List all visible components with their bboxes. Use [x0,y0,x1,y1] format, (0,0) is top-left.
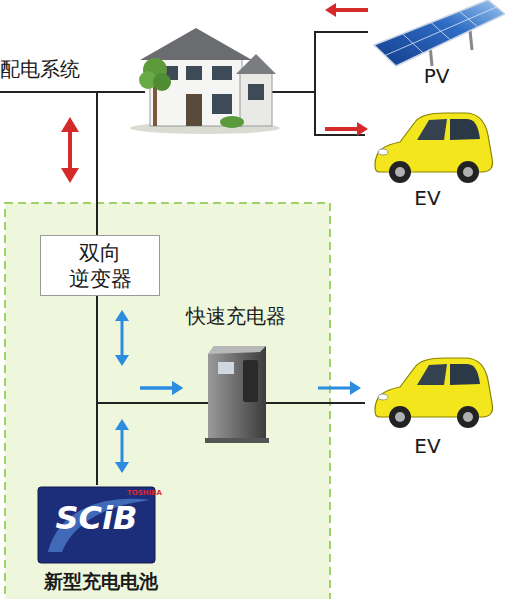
car-illustration [457,406,479,428]
arrow-head [325,3,336,17]
power-connector [97,296,183,403]
car-illustration [389,406,411,428]
power-connector [97,296,129,485]
charger-illustration [218,362,234,374]
house-illustration [153,73,171,91]
house-illustration [140,28,252,60]
wire [97,403,180,485]
system-label: 配电系统 [0,56,80,83]
flow-arrow [334,8,368,12]
grid-flow-arrow [61,117,79,132]
arrow-head [115,419,129,430]
grid-flow-arrow [61,168,79,183]
battery-illustration [38,487,155,563]
power-connector [315,3,368,136]
grid-wire [96,92,98,236]
arrow-head [172,381,183,395]
charger-illustration [180,346,291,443]
inverter-box: 双向 逆变器 [40,235,160,296]
grid-wire [268,91,315,93]
green-region [5,203,330,599]
charger-illustration [208,346,266,354]
pv-node: PV [368,0,505,95]
node-text: 新型充电电池 [35,569,167,595]
solar-panel [470,30,472,50]
ev-node: EV [365,350,500,462]
arrow-head [115,355,129,366]
arrow-head [357,122,368,136]
node-text: EV [365,186,490,210]
solar-panel [374,0,505,66]
car-illustration [378,149,388,155]
house-illustration [130,28,280,134]
power-connector [291,381,365,403]
house-illustration [240,72,272,126]
house-illustration [212,94,232,114]
ev-node: EV [365,105,500,215]
node-text: PV [368,64,505,88]
house-illustration [186,66,202,80]
house-illustration [236,54,276,74]
solar-panel [374,0,505,66]
grid-wire [0,91,145,93]
solar-panel [385,7,497,56]
arrow-head [115,462,129,473]
car-illustration [395,167,405,177]
house-illustration [212,66,232,80]
flow-arrow [121,319,124,357]
battery-illustration [38,487,155,563]
wire [97,296,180,403]
power-connector [97,381,183,485]
charger-illustration [208,346,266,440]
flow-arrow [318,387,352,390]
car-illustration [463,167,473,177]
car-illustration [378,394,388,400]
flow-arrow [140,387,174,390]
grid-flow-arrow [61,117,79,183]
charger-illustration [180,402,208,404]
house-illustration [248,84,264,100]
arrow-head [350,381,361,395]
node-text: SCiB [38,499,155,537]
charger-illustration [205,438,269,443]
flow-arrow [121,428,124,464]
car-illustration [395,412,405,422]
house-illustration [186,94,202,126]
charger-node: 快速充电器 [180,303,291,443]
grid-flow-arrow [68,128,72,172]
flow-arrow [140,387,174,390]
car-illustration [463,412,473,422]
node-text: TOSHIBA [127,489,162,497]
car-illustration [389,161,411,183]
charger-illustration [243,360,258,402]
wire [315,32,368,135]
car-illustration [375,113,493,183]
car-illustration [375,358,493,428]
house-illustration [220,116,244,128]
car-illustration [417,364,447,385]
car-illustration [450,119,480,140]
car-illustration [450,364,480,385]
node-text: EV [365,434,490,458]
arrow-head [115,310,129,321]
car-illustration [417,119,447,140]
car-illustration [375,358,493,417]
solar-panel [385,7,497,56]
battery-node: TOSHIBA SCiB 新型充电电池 [35,485,167,599]
arrow-head [172,381,183,395]
flow-arrow [325,127,359,131]
node-text: 快速充电器 [180,303,291,330]
node-text: 双向 逆变器 [67,240,133,292]
car-illustration [375,113,493,172]
charger-illustration [266,402,291,404]
wire [291,402,365,404]
car-illustration [457,161,479,183]
